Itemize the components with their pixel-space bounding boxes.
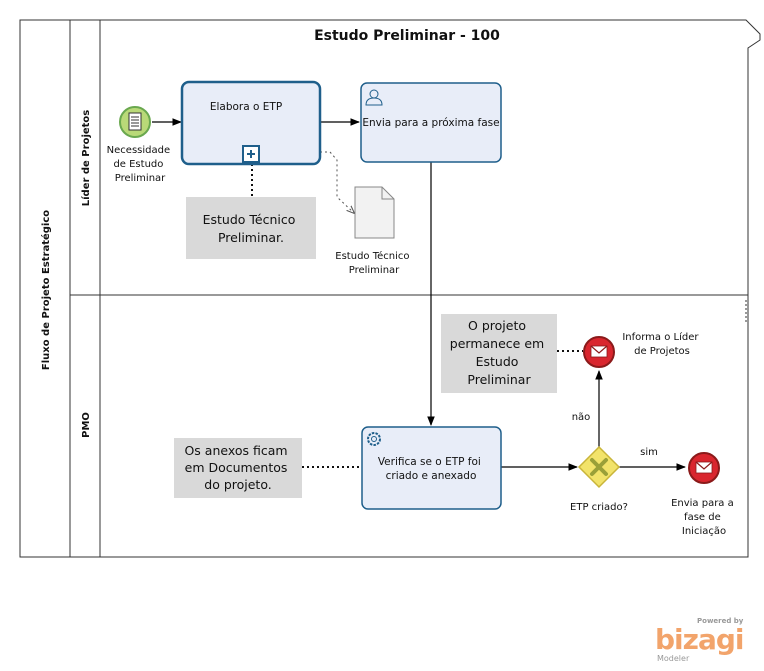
bizagi-branding: Powered by bizagi Modeler — [655, 615, 745, 665]
task-envia-proxima-fase-label: Envia para a próxima fase — [362, 117, 499, 129]
end-event-informa-lider-label: Informa o Líder de Projetos — [622, 331, 701, 357]
gear-icon — [367, 432, 381, 446]
flow-label-sim: sim — [640, 447, 658, 458]
exclusive-gateway[interactable] — [577, 445, 621, 489]
subprocess-expand-icon[interactable] — [242, 145, 260, 163]
lane-pmo: PMO — [81, 412, 92, 438]
powered-by-text: Powered by — [697, 617, 744, 625]
modeler-text: Modeler — [657, 654, 690, 663]
task-verifica-etp[interactable]: Verifica se o ETP foi criado e anexado — [361, 426, 502, 510]
sequence-flows — [152, 118, 686, 471]
annotation-estudo-tecnico[interactable]: Estudo Técnico Preliminar. — [186, 197, 316, 259]
data-object-etp[interactable] — [354, 186, 395, 239]
end-event-iniciacao[interactable] — [688, 452, 720, 484]
start-event[interactable] — [119, 106, 151, 138]
envelope-icon — [590, 345, 608, 358]
lane-lider-projetos: Líder de Projetos — [80, 110, 92, 207]
task-verifica-etp-label: Verifica se o ETP foi criado e anexado — [378, 456, 484, 482]
message-list-icon — [128, 112, 142, 131]
envelope-icon — [695, 461, 713, 474]
end-event-iniciacao-label: Envia para a fase de Iniciação — [671, 498, 737, 537]
gateway-label: ETP criado? — [570, 502, 628, 513]
task-elabora-etp-label: Elabora o ETP — [210, 101, 282, 113]
bizagi-logo: bizagi — [655, 623, 744, 656]
annotation-permanece-text: O projeto permanece em Estudo Preliminar — [450, 318, 548, 387]
pool-name: Fluxo de Projeto Estratégico — [40, 210, 52, 370]
start-event-label: Necessidade de Estudo Preliminar — [107, 145, 174, 184]
annotation-permanece[interactable]: O projeto permanece em Estudo Preliminar — [441, 314, 557, 393]
x-mark-icon — [590, 458, 608, 476]
annotation-anexos-text: Os anexos ficam em Documentos do projeto… — [184, 443, 291, 492]
annotation-associations — [251, 164, 583, 468]
data-object-etp-label: Estudo Técnico Preliminar — [335, 250, 412, 276]
annotation-anexos[interactable]: Os anexos ficam em Documentos do projeto… — [174, 438, 302, 498]
task-envia-proxima-fase[interactable]: Envia para a próxima fase — [360, 82, 502, 163]
pool-title: Estudo Preliminar - 100 — [314, 28, 500, 44]
flow-label-nao: não — [572, 412, 591, 423]
end-event-informa-lider[interactable] — [583, 336, 615, 368]
data-association — [320, 151, 354, 213]
annotation-estudo-tecnico-text: Estudo Técnico Preliminar. — [203, 212, 300, 245]
user-icon — [365, 89, 383, 106]
task-elabora-etp[interactable]: Elabora o ETP — [180, 80, 322, 166]
